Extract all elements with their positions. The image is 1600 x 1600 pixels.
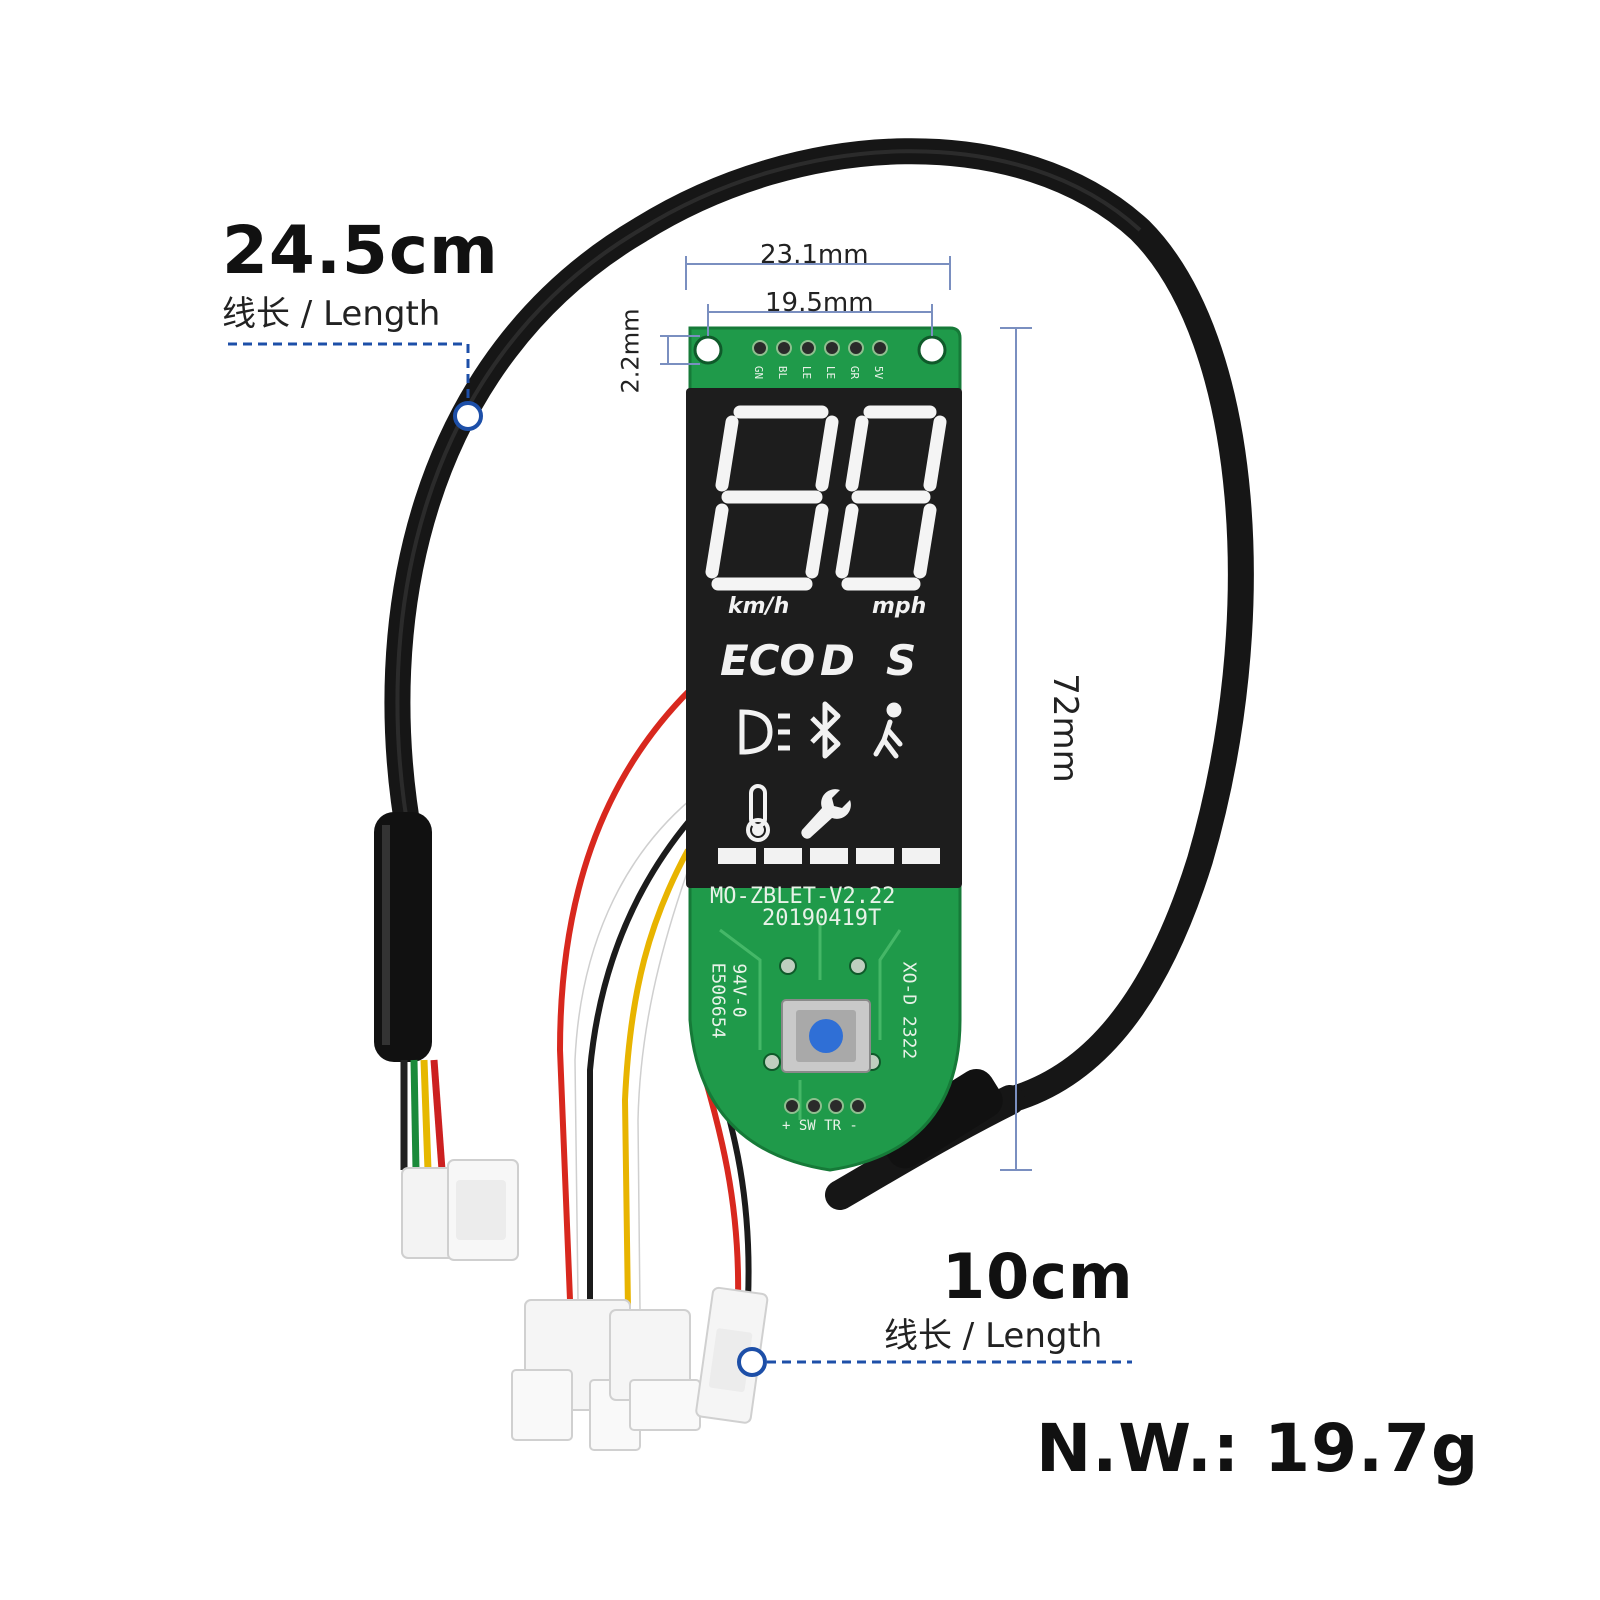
cable-long-value: 24.5cm xyxy=(222,212,499,289)
headlight-icon xyxy=(739,709,790,755)
walk-mode-icon xyxy=(873,702,903,759)
pcb-pad-label: GR xyxy=(848,365,862,380)
seven-segment-digits xyxy=(705,405,947,591)
thermometer-icon xyxy=(746,784,770,842)
dim-height: 72mm xyxy=(1044,673,1085,783)
bottom-connector-3 xyxy=(695,1286,769,1424)
dim-width-inner: 19.5mm xyxy=(765,288,874,318)
battery-segment xyxy=(810,848,848,864)
pcb-bottom-pads-label: + SW TR - xyxy=(782,1118,858,1134)
bottom-connector-2 xyxy=(609,1309,701,1431)
tactile-button xyxy=(781,999,871,1073)
mode-s: S xyxy=(886,636,917,685)
dim-width-outer: 23.1mm xyxy=(760,240,869,270)
callout-leaders xyxy=(228,342,1132,1364)
pcb-side-code: XO-D 2322 xyxy=(898,961,920,1060)
pcb-pad-label: GN xyxy=(752,365,766,380)
mode-d: D xyxy=(820,636,855,685)
pcb-cert: E506654 xyxy=(707,962,729,1039)
mode-eco: ECO xyxy=(720,636,816,685)
unit-mph: mph xyxy=(872,594,927,619)
cable-short-value: 10cm xyxy=(942,1240,1134,1313)
callout-dot-long xyxy=(453,401,483,431)
battery-segment xyxy=(902,848,940,864)
pcb-pad-label: 5V xyxy=(872,365,886,380)
callout-dot-short xyxy=(737,1347,767,1377)
cable-long-label: 线长 / Length xyxy=(222,294,441,334)
bluetooth-icon xyxy=(810,701,841,759)
dim-hole-offset: 2.2mm xyxy=(616,308,645,394)
pcb-pad-label: LE xyxy=(824,365,838,380)
wrench-icon xyxy=(801,789,851,839)
pcb-pad-label: BL xyxy=(776,365,790,380)
battery-segment xyxy=(718,848,756,864)
top-header-pads xyxy=(752,340,888,356)
dimension-lines xyxy=(660,256,1032,1171)
pcb-rating: 94V-0 xyxy=(728,963,750,1018)
left-connector xyxy=(401,1159,519,1261)
lcd-panel xyxy=(686,388,962,888)
battery-bar xyxy=(718,848,940,864)
battery-segment xyxy=(856,848,894,864)
unit-kmh: km/h xyxy=(728,594,790,619)
heat-shrink-right xyxy=(878,1068,1003,1169)
battery-segment xyxy=(764,848,802,864)
pcb-pad-label: LE xyxy=(800,365,814,380)
pcb-model: MO-ZBLET-V2.22 xyxy=(710,884,896,909)
net-weight: N.W.: 19.7g xyxy=(1036,1410,1480,1487)
cable-short-label: 线长 / Length xyxy=(884,1316,1103,1356)
pcb-date: 20190419T xyxy=(762,906,882,931)
bottom-pads xyxy=(784,1098,866,1114)
